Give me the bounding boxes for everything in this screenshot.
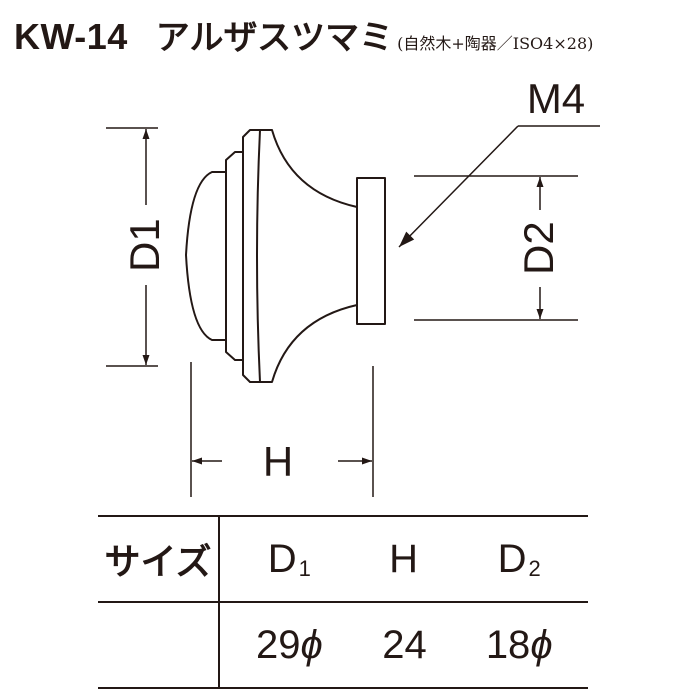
m4-label: M4 (526, 75, 586, 122)
product-material: (自然木+陶器／ISO4×28) (397, 34, 594, 53)
product-name: アルザスツマミ (155, 19, 394, 57)
d1-value: 29ϕ (255, 622, 323, 667)
d1-header: D1 (219, 516, 359, 603)
size-empty-cell (98, 602, 220, 688)
d2-header: D2 (450, 516, 588, 603)
knob-base (356, 177, 386, 325)
h-label: H (262, 438, 294, 485)
d2-label: D2 (515, 221, 562, 275)
m4-leader-arrow (398, 125, 519, 248)
product-title: KW-14 アルザスツマミ (自然木+陶器／ISO4×28) (14, 10, 593, 60)
product-code: KW-14 (14, 16, 128, 57)
d2-value: 18ϕ (485, 622, 553, 667)
h-header: H (358, 516, 451, 603)
knob-body-outline (185, 129, 358, 383)
h-value: 24 (382, 622, 427, 667)
size-header: サイズ (98, 516, 220, 603)
spec-header-row: サイズ D1 H D2 (98, 516, 588, 603)
knob-step-line (256, 129, 261, 383)
spec-value-row: 29ϕ 24 18ϕ (98, 602, 588, 688)
d1-label: D1 (121, 218, 168, 272)
size-spec-table: サイズ D1 H D2 29ϕ 24 18ϕ (98, 515, 588, 689)
